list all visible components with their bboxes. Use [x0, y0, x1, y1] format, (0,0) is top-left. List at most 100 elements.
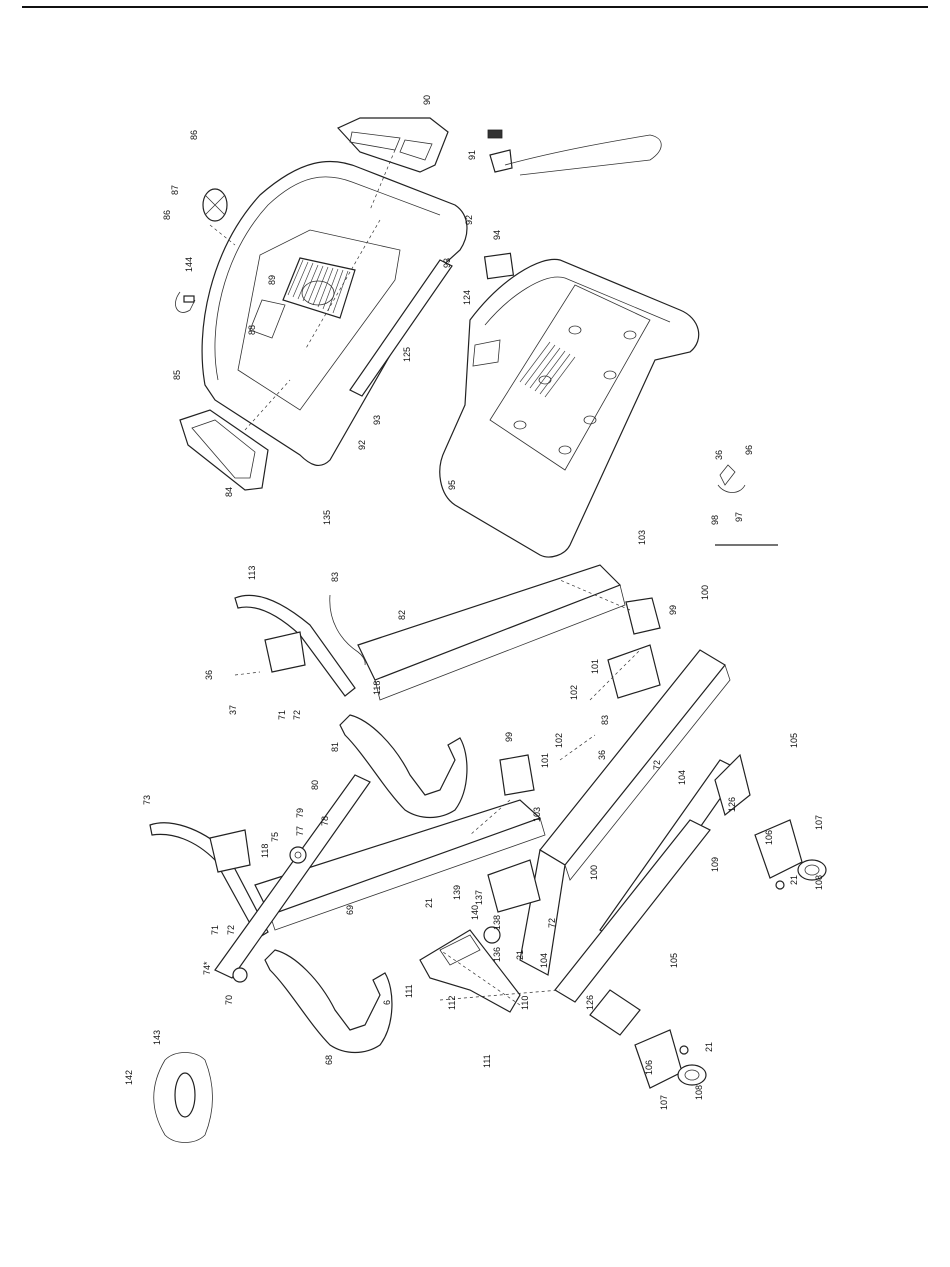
handrail-113 — [234, 594, 356, 697]
callout-c93b: 93 — [372, 415, 382, 425]
top-rule — [22, 6, 928, 8]
callout-c74: 74* — [202, 961, 212, 975]
callout-c100b: 100 — [589, 865, 599, 880]
callout-c36c: 36 — [597, 750, 607, 760]
callout-c70: 70 — [224, 995, 234, 1005]
callout-c87: 87 — [170, 185, 180, 195]
callout-c142: 142 — [124, 1070, 134, 1085]
callout-c21d: 21 — [704, 1042, 714, 1052]
lift-motor-112 — [419, 926, 521, 1013]
callout-c94: 94 — [492, 230, 502, 240]
console-strip-125 — [349, 259, 453, 397]
callout-c72d: 72 — [547, 918, 557, 928]
callout-c36a: 36 — [714, 450, 724, 460]
callout-c78: 78 — [320, 816, 330, 826]
callout-c102a: 102 — [569, 685, 579, 700]
tie-parts-96-98 — [715, 464, 778, 546]
wire-harness-144 — [175, 291, 196, 313]
callout-c136: 136 — [492, 947, 502, 962]
fan-87 — [202, 188, 228, 222]
callout-c118a: 118 — [372, 681, 382, 695]
callout-c138: 138 — [492, 915, 502, 930]
callout-c104b: 104 — [539, 953, 549, 968]
callout-c21a: 21 — [424, 898, 434, 908]
callout-c75: 75 — [270, 832, 280, 842]
callout-c83b: 83 — [600, 715, 610, 725]
console-window-88 — [249, 299, 286, 339]
callout-c77: 77 — [295, 826, 305, 836]
callout-c85: 85 — [172, 370, 182, 380]
base-frame — [519, 649, 751, 1036]
callout-c107b: 107 — [659, 1095, 669, 1110]
wheel-assembly-left — [634, 1029, 707, 1089]
callout-c105a: 105 — [789, 733, 799, 748]
callout-c71b: 71 — [210, 925, 220, 935]
frame-cap — [487, 644, 661, 913]
callout-c103a: 103 — [637, 530, 647, 545]
callout-c69: 69 — [345, 905, 355, 915]
motor-bracket-99 — [499, 597, 661, 796]
callout-c103b: 103 — [532, 807, 542, 822]
callout-c91: 91 — [467, 150, 477, 160]
callout-c144: 144 — [184, 257, 194, 272]
callout-c113: 113 — [247, 566, 257, 580]
callout-c72b: 72 — [226, 925, 236, 935]
callout-c83a: 83 — [330, 572, 340, 582]
console-grille-89 — [282, 257, 356, 319]
callout-c6: 6 — [382, 1000, 392, 1005]
callout-c139: 139 — [452, 885, 462, 900]
callout-c81: 81 — [330, 742, 340, 752]
callout-c109: 109 — [710, 857, 720, 872]
callout-c82: 82 — [397, 610, 407, 620]
callout-c106a: 106 — [764, 830, 774, 845]
callout-c93a: 93 — [442, 258, 452, 268]
callout-labels: 8485868687888990919292939394951241251441… — [124, 95, 824, 1110]
arm-cover-81 — [339, 714, 468, 819]
wire-83 — [329, 594, 366, 666]
callout-c140: 140 — [470, 905, 480, 920]
wheel-assembly-right — [754, 819, 827, 890]
callout-c92a: 92 — [464, 215, 474, 225]
callout-c100a: 100 — [700, 585, 710, 600]
callout-c107a: 107 — [814, 815, 824, 830]
callout-c111a: 111 — [404, 984, 414, 998]
console-panel-84 — [179, 409, 269, 491]
callout-c135: 135 — [322, 510, 332, 525]
callout-c106b: 106 — [644, 1060, 654, 1075]
upright-82 — [357, 564, 626, 701]
callout-c125: 125 — [402, 347, 412, 362]
callout-c86b: 86 — [162, 210, 172, 220]
callout-c96: 96 — [744, 445, 754, 455]
callout-c108b: 108 — [694, 1085, 704, 1100]
callout-c98: 98 — [710, 515, 720, 525]
callout-c112: 112 — [447, 996, 457, 1010]
callout-c111b: 111 — [482, 1054, 492, 1068]
callout-c126b: 126 — [585, 995, 595, 1010]
plate-74 — [214, 774, 371, 983]
callout-c21c: 21 — [789, 875, 799, 885]
callout-c101b: 101 — [540, 753, 550, 768]
callout-c110: 110 — [520, 996, 530, 1010]
callout-c73: 73 — [142, 795, 152, 805]
callout-c80: 80 — [310, 780, 320, 790]
callout-c84: 84 — [224, 487, 234, 497]
chest-strap-142 — [153, 1052, 213, 1143]
motor-hood-95 — [439, 252, 700, 558]
callout-c79: 79 — [295, 808, 305, 818]
callout-c86a: 86 — [189, 130, 199, 140]
callout-c99a: 99 — [504, 732, 514, 742]
callout-c90: 90 — [422, 95, 432, 105]
callout-c105b: 105 — [669, 953, 679, 968]
callout-c36b: 36 — [204, 670, 214, 680]
leader-lines — [209, 149, 641, 1006]
callout-c97: 97 — [734, 512, 744, 522]
callout-c68: 68 — [324, 1055, 334, 1065]
callout-c104a: 104 — [677, 770, 687, 785]
bracket-pair — [209, 631, 306, 873]
arm-cover-68 — [264, 949, 393, 1054]
callout-c118b: 118 — [260, 844, 270, 858]
callout-c101a: 101 — [590, 659, 600, 674]
callout-c72a: 72 — [292, 710, 302, 720]
callout-c37: 37 — [228, 705, 238, 715]
